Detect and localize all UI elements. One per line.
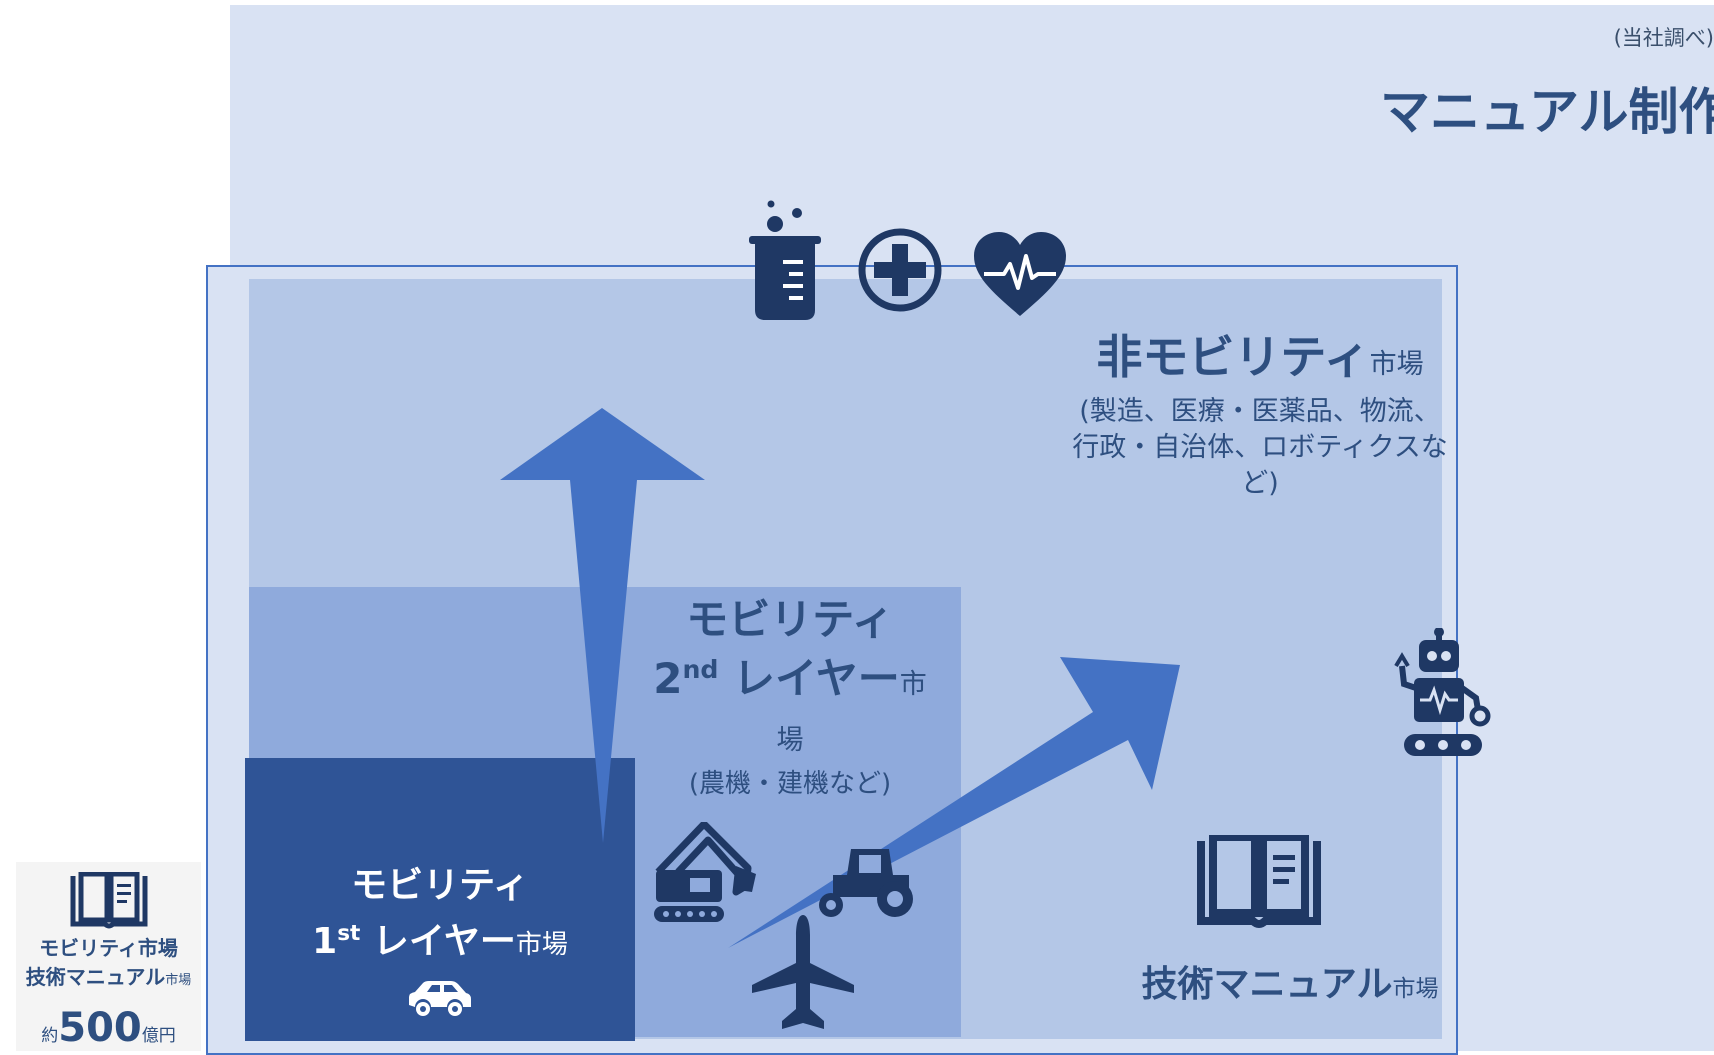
manual-book-icon: [70, 871, 147, 929]
robot-icon: [1394, 628, 1491, 756]
beaker-icon: [749, 200, 821, 320]
medical-cross-icon: [858, 228, 942, 312]
mobility-2nd-layer-title: モビリティ 2nd レイヤー市場: [653, 595, 927, 756]
non-mobility-title: 非モビリティ市場: [1096, 330, 1424, 384]
manual-market-title: マニュアル制作市場: [1380, 83, 1714, 141]
source-note: (当社調べ): [1613, 26, 1714, 50]
heart-pulse-icon: [974, 232, 1066, 316]
book-icon: [1197, 835, 1321, 928]
mobility-2nd-layer-examples: (農機・建機など): [688, 769, 892, 799]
tractor-icon: [819, 849, 913, 917]
side-card-title-line2: 技術マニュアル市場: [25, 965, 192, 989]
non-mobility-examples-line1: (製造、医療・医薬品、物流、: [1079, 396, 1441, 427]
excavator-icon: [654, 822, 756, 922]
market-size-value: 約500億円: [41, 1005, 176, 1051]
mobility-1st-layer-title: モビリティ 1st レイヤー市場: [312, 865, 568, 962]
mobility-market-size-card: モビリティ市場 技術マニュアル市場 約500億円: [16, 862, 201, 1051]
tech-manual-label: 技術マニュアル市場: [1141, 964, 1439, 1005]
mobility-2nd-layer-label: モビリティ 2nd レイヤー市場 (農機・建機など): [640, 595, 940, 802]
side-card-title-line1: モビリティ市場: [39, 936, 178, 960]
non-mobility-label: 非モビリティ市場 (製造、医療・医薬品、物流、 行政・自治体、ロボティクスなど): [1060, 328, 1460, 502]
airplane-icon: [752, 915, 854, 1029]
non-mobility-examples-line2: 行政・自治体、ロボティクスなど): [1072, 432, 1448, 499]
mobility-1st-layer-label: モビリティ 1st レイヤー市場: [245, 862, 635, 1023]
car-icon: [409, 981, 471, 1016]
